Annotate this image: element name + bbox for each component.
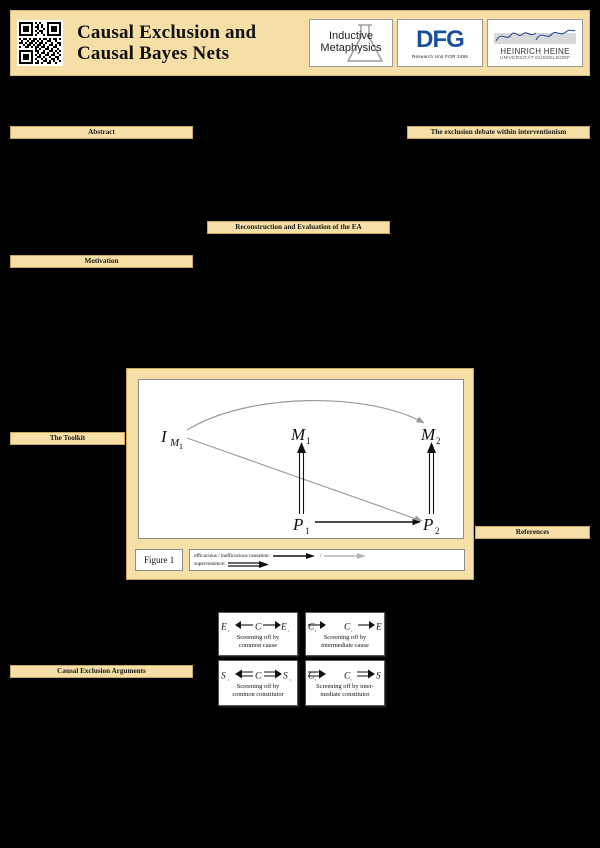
node-IM1: I [160, 427, 168, 446]
qr-code-icon[interactable] [17, 20, 63, 66]
section-header-reconstruction: Reconstruction and Evaluation of the EA [207, 221, 390, 234]
svg-text:C: C [344, 672, 351, 682]
svg-text:S: S [221, 672, 226, 682]
svg-text:S: S [376, 672, 381, 682]
section-header-abstract: Abstract [10, 126, 193, 139]
inductive-metaphysics-line-2: Metaphysics [320, 42, 382, 54]
inductive-metaphysics-logo: Inductive Metaphysics [309, 19, 393, 67]
edge-p1-m1 [297, 442, 306, 514]
node-M2: M [420, 425, 436, 444]
svg-text:₁: ₁ [227, 627, 229, 633]
causal-graph: I M 1 M 1 M 2 P 1 P 2 [138, 379, 464, 539]
page-title-line-1: Causal Exclusion and [77, 21, 257, 43]
svg-text:2: 2 [436, 436, 441, 446]
hhu-line-1: HEINRICH HEINE [500, 46, 570, 56]
caption-line-1: Screening off by [236, 683, 280, 690]
svg-text:C: C [255, 623, 262, 633]
section-header-causal-exclusion-arguments: Causal Exclusion Arguments [10, 665, 193, 678]
inductive-metaphysics-line-1: Inductive [328, 30, 373, 43]
svg-text:₂: ₂ [287, 627, 289, 633]
hhu-logo: HEINRICH HEINE UNIVERSITÄT DÜSSELDORF [487, 19, 583, 67]
legend-gray-arrow-icon [324, 552, 367, 559]
dfg-logo: DFG Research Unit FOR 2495 [397, 19, 483, 67]
svg-text:C: C [308, 623, 315, 633]
svg-text:₁: ₁ [227, 676, 229, 682]
signature-icon [494, 29, 576, 44]
caption-line-2: common constitutor [232, 691, 284, 698]
dfg-acronym: DFG [416, 25, 465, 53]
section-header-exclusion-debate: The exclusion debate within intervention… [407, 126, 590, 139]
caption-line-2: mediate constitutor [320, 691, 370, 698]
legend-causation-label: efficacious / inefficacious causation: [194, 552, 270, 559]
node-P1: P [292, 515, 303, 534]
legend-double-arrow-icon [228, 560, 270, 568]
hhu-line-2: UNIVERSITÄT DÜSSELDORF [499, 55, 571, 61]
svg-text:C: C [255, 672, 262, 682]
dfg-subtitle: Research Unit FOR 2495 [412, 53, 468, 59]
edge-im1-p2 [186, 437, 423, 522]
figure-caption-row: Figure 1 efficacious / inefficacious cau… [135, 549, 465, 571]
svg-text:1: 1 [305, 526, 310, 536]
svg-text:C: C [344, 623, 351, 633]
legend-black-arrow-icon [272, 552, 315, 559]
svg-text:E: E [221, 623, 227, 633]
svg-text:M: M [169, 437, 180, 449]
poster-header: Causal Exclusion and Causal Bayes Nets I… [10, 10, 590, 76]
flask-icon [346, 24, 384, 62]
page-title-line-2: Causal Bayes Nets [77, 43, 230, 64]
svg-text:S: S [283, 672, 288, 682]
section-header-references: References [475, 526, 590, 539]
page-title: Causal Exclusion and Causal Bayes Nets [77, 22, 309, 65]
figure-legend: efficacious / inefficacious causation: /… [189, 549, 465, 571]
svg-text:E: E [280, 623, 287, 633]
svg-text:₁: ₁ [314, 676, 316, 682]
svg-text:₁: ₁ [314, 627, 316, 633]
screening-caption-intermediate-constitutor: Screening off by inter-mediate constitut… [316, 683, 374, 699]
svg-text:1: 1 [306, 436, 311, 446]
svg-text:1: 1 [179, 442, 183, 451]
caption-line-2: intermediate cause [321, 642, 369, 649]
node-M1: M [290, 425, 306, 444]
legend-separator: / [319, 552, 322, 559]
svg-text:2: 2 [435, 526, 440, 536]
legend-causation: efficacious / inefficacious causation: / [194, 552, 460, 560]
logo-row: Inductive Metaphysics DFG Research Unit … [309, 19, 583, 67]
svg-text:₂: ₂ [350, 627, 352, 633]
figure-label: Figure 1 [135, 549, 184, 571]
svg-text:E: E [375, 623, 382, 633]
causal-graph-svg: I M 1 M 1 M 2 P 1 P 2 [160, 400, 441, 536]
edge-im1-m2 [186, 400, 425, 431]
caption-line-2: common cause [238, 642, 278, 649]
caption-line-1: Screening off by inter- [316, 683, 374, 690]
node-P2: P [422, 515, 433, 534]
legend-supervenience-label: supervenience: [194, 561, 226, 567]
caption-line-1: Screening off by [323, 634, 367, 641]
svg-text:₂: ₂ [350, 676, 352, 682]
edge-p2-m2 [427, 442, 436, 514]
legend-supervenience: supervenience: [194, 560, 460, 568]
figure-panel: I M 1 M 1 M 2 P 1 P 2 Figure 1 efficacio… [126, 368, 474, 580]
section-header-toolkit: The Toolkit [10, 432, 125, 445]
caption-line-1: Screening off by [236, 634, 280, 641]
section-header-motivation: Motivation [10, 255, 193, 268]
svg-text:₂: ₂ [289, 676, 291, 682]
